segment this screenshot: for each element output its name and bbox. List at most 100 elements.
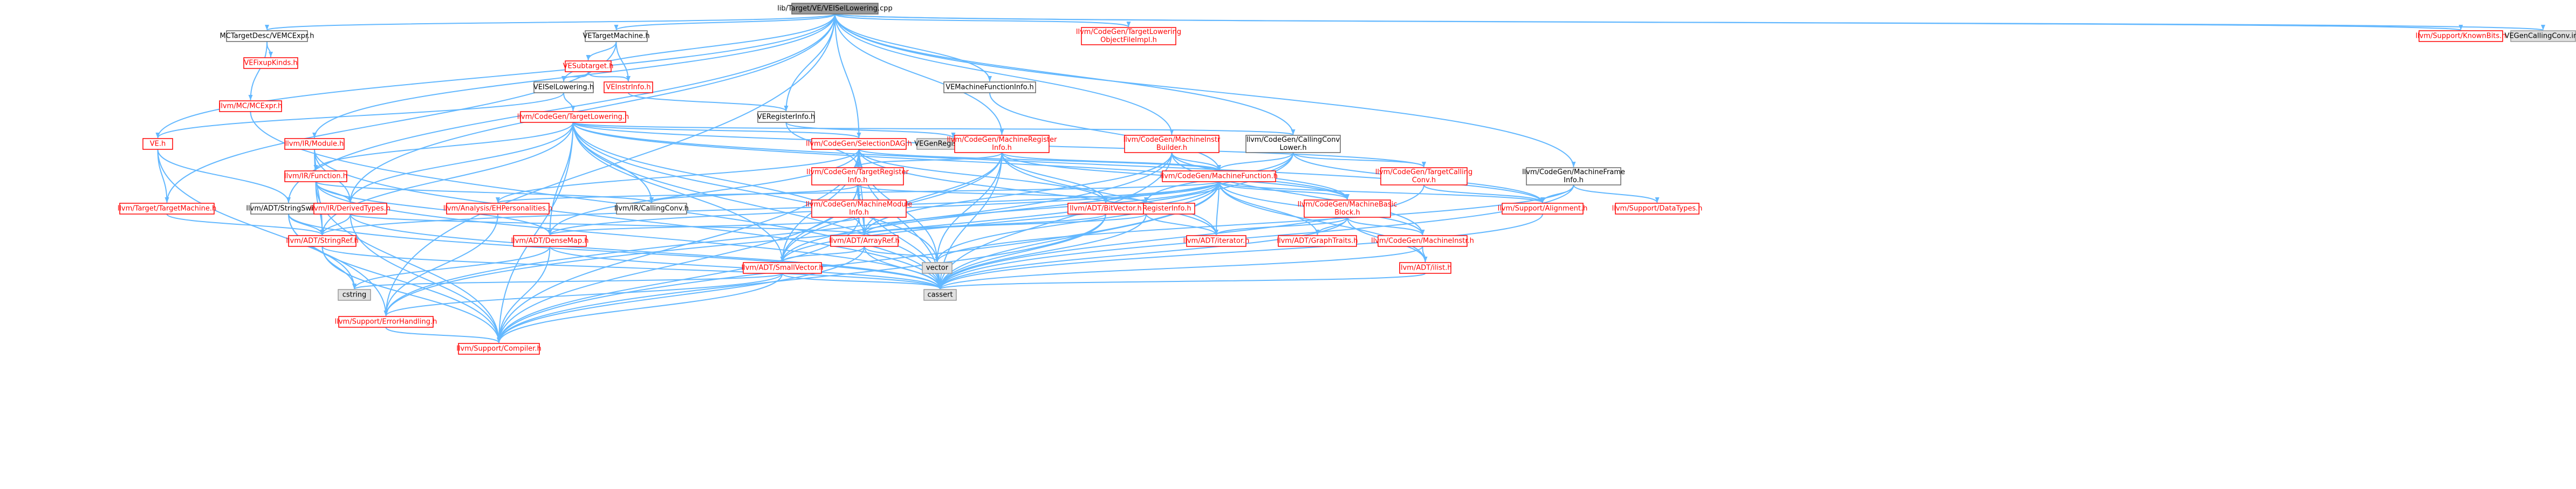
edge-targetmachine-to-stringref [166,213,325,236]
edge-stringref-to-cstring [321,246,357,290]
edge-derivedtypes-to-compiler [350,213,501,343]
edge-vesubtarget-to-veisellowering [561,71,589,82]
edge-mfi-to-alignment [1540,184,1574,203]
edge-mri-to-vector [935,152,1003,263]
node-iterator[interactable]: llvm/ADT/iterator.h [1183,235,1250,247]
node-label: VEGenCallingConv.inc [2505,32,2576,40]
node-compiler[interactable]: llvm/Support/Compiler.h [456,343,542,355]
node-cstring: cstring [338,289,371,301]
edge-derivedtypes-to-arrayref [350,213,866,236]
node-stringref[interactable]: llvm/ADT/StringRef.h [286,235,359,247]
node-machineinstr[interactable]: llvm/CodeGen/MachineInstr.h [1371,235,1474,247]
node-label: llvm/Target/TargetMachine.h [118,205,217,213]
root-file-node: lib/Target/VE/VEISelLowering.cpp [777,3,893,15]
node-mcexpr[interactable]: llvm/MC/MCExpr.h [219,100,283,112]
node-veinstrinfo[interactable]: VEInstrInfo.h [604,81,653,93]
node-irccconv[interactable]: llvm/IR/CallingConv.h [614,203,689,215]
node-ve[interactable]: VE.h [142,138,173,150]
node-vefixup[interactable]: VEFixupKinds.h [243,57,298,69]
edge-ehpers-to-errorhandling [383,213,498,316]
edge-vemcexpr-to-mcexpr [248,41,268,101]
node-stringswitch[interactable]: llvm/ADT/StringSwitch.h [246,203,331,215]
edge-root-to-derivedtypes [348,13,835,203]
node-densemap[interactable]: llvm/ADT/DenseMap.h [511,235,589,247]
edge-cclower-to-errorhandling [383,152,1294,316]
node-label: llvm/Analysis/EHPersonalities.h [443,205,553,213]
node-irmodule[interactable]: llvm/IR/Module.h [284,138,345,150]
node-errorhandling[interactable]: llvm/Support/ErrorHandling.h [335,316,437,328]
edge-vetm-to-veinstrinfo [615,41,631,82]
node-label: llvm/CodeGen/MachineFunction.h [1160,173,1278,181]
node-derivedtypes[interactable]: llvm/IR/DerivedTypes.h [310,203,390,215]
edge-mfi-to-cassert [938,184,1574,290]
edge-targetlowering-to-vector [572,122,940,263]
edge-mri-to-arrayref [862,152,1003,236]
edge-mcreginfo-to-arrayref [862,213,1147,236]
node-bitvector[interactable]: llvm/ADT/BitVector.h [1067,203,1144,215]
edge-mfi-to-vector [935,184,1574,263]
node-vemcexpr[interactable]: MCTargetDesc/VEMCExpr.h [220,30,314,42]
node-tlof[interactable]: llvm/CodeGen/TargetLoweringObjectFileImp… [1076,27,1181,45]
edge-root-to-errorhandling [383,13,835,316]
node-label: llvm/IR/Module.h [285,140,344,148]
edge-root-to-mri [834,13,1004,135]
node-graphtraits[interactable]: llvm/ADT/GraphTraits.h [1277,235,1358,247]
node-ilist[interactable]: llvm/ADT/ilist.h [1399,262,1452,274]
node-label: llvm/IR/DerivedTypes.h [310,205,390,213]
edge-densemap-to-compiler [497,246,551,343]
edge-mf-to-alignment [1218,181,1545,203]
node-targetmachine[interactable]: llvm/Target/TargetMachine.h [118,203,217,215]
node-label: llvm/ADT/GraphTraits.h [1277,237,1358,245]
edge-mf-to-smallvector [780,181,1220,263]
node-mf[interactable]: llvm/CodeGen/MachineFunction.h [1160,170,1278,182]
node-datatypes[interactable]: llvm/Support/DataTypes.h [1612,203,1703,215]
edge-selectiondag-to-iterator [858,149,1218,236]
node-vemfi[interactable]: VEMachineFunctionInfo.h [943,81,1036,93]
node-label: cassert [927,291,953,299]
edge-selectiondag-to-compiler [497,149,860,343]
node-label: llvm/ADT/iterator.h [1183,237,1250,245]
edge-arrayref-to-vector [864,246,940,263]
edge-root-to-vegencc [834,13,2545,31]
edge-targetlowering-to-irfunction [313,122,574,171]
node-vesubtarget[interactable]: VESubtarget.h [563,60,614,72]
node-label: llvm/CodeGen/MachineFrame [1522,168,1625,176]
node-knownbits[interactable]: llvm/Support/KnownBits.h [2415,30,2506,42]
node-label: MCTargetDesc/VEMCExpr.h [220,32,314,40]
edge-stringref-to-compiler [321,246,501,343]
edge-root-to-stringswitch [286,13,835,203]
edge-mf-to-mbb [1218,181,1349,200]
edge-mbb-to-iterator [1214,217,1348,236]
node-smallvector[interactable]: llvm/ADT/SmallVector.h [742,262,824,274]
node-selectiondag[interactable]: llvm/CodeGen/SelectionDAG.h [806,138,912,150]
edge-bitvector-to-arrayref [862,213,1106,236]
edge-smallvector-to-cassert [782,273,942,290]
node-label: Lower.h [1279,144,1306,152]
node-ehpers[interactable]: llvm/Analysis/EHPersonalities.h [443,203,553,215]
node-alignment[interactable]: llvm/Support/Alignment.h [1498,203,1588,215]
edge-mcreginfo-to-cassert [938,213,1147,290]
node-label: llvm/MC/MCExpr.h [219,102,283,111]
node-arrayref[interactable]: llvm/ADT/ArrayRef.h [829,235,900,247]
node-veregisterinfo[interactable]: VERegisterInfo.h [757,111,815,123]
node-label: llvm/IR/CallingConv.h [614,205,689,213]
node-targetlowering[interactable]: llvm/CodeGen/TargetLowering.h [517,111,629,123]
edge-targetlowering-to-compiler [497,122,574,343]
node-label: llvm/Support/KnownBits.h [2415,32,2506,40]
node-irfunction[interactable]: llvm/IR/Function.h [284,170,347,182]
node-label: llvm/CodeGen/TargetLowering.h [517,113,629,121]
node-vetm[interactable]: VETargetMachine.h [583,30,650,42]
node-veisellowering[interactable]: VEISelLowering.h [533,81,594,93]
edge-targetlowering-to-smallvector [572,122,785,263]
edge-root-to-mfi [834,13,1576,168]
edge-smallvector-to-cstring [352,273,783,290]
